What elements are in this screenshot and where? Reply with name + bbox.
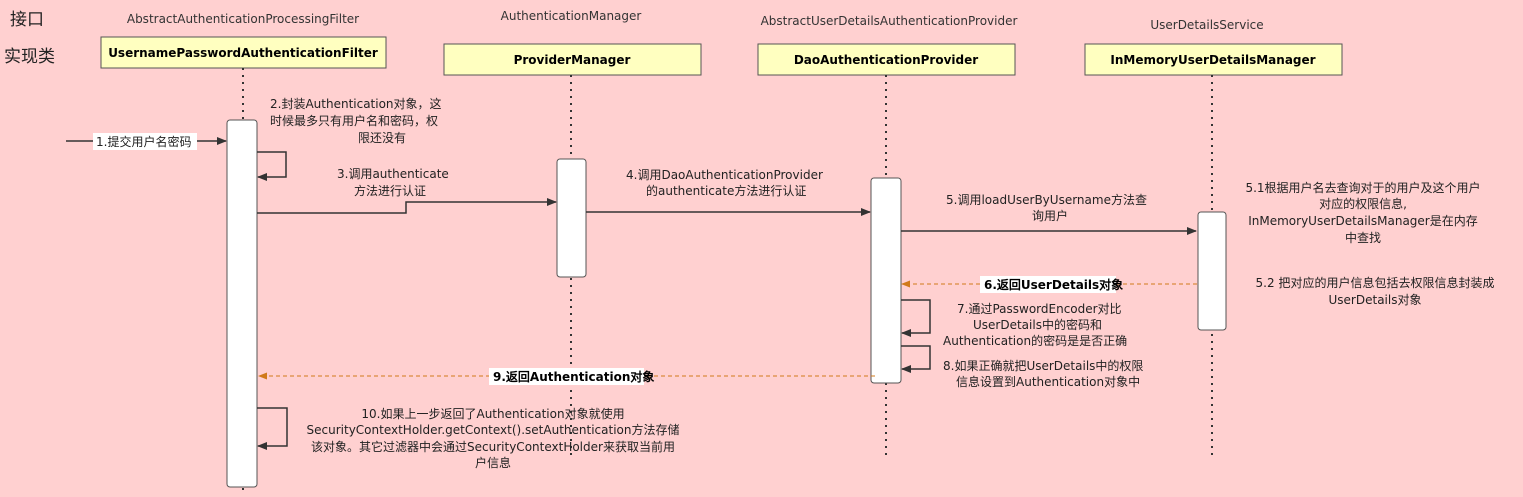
participant-manager-label: ProviderManager: [514, 53, 631, 67]
message-9-label: 9.返回Authentication对象: [493, 369, 654, 384]
message-2-line-2: 时候最多只有用户名和密码，权: [270, 113, 438, 128]
message-10-line-1: 10.如果上一步返回了Authentication对象就使用: [361, 406, 624, 421]
note-5-1-line-2: 对应的权限信息,: [1319, 196, 1407, 211]
message-10-line-3: 该对象。其它过滤器中会通过SecurityContextHolder来获取当前用: [311, 439, 675, 454]
note-5-1-line-3: InMemoryUserDetailsManager是在内存: [1248, 214, 1478, 228]
participant-provider-label: DaoAuthenticationProvider: [794, 53, 978, 67]
interface-label-provider: AbstractUserDetailsAuthenticationProvide…: [761, 14, 1018, 28]
message-7-line-1: 7.通过PasswordEncoder对比: [957, 302, 1122, 316]
message-8-line-2: 信息设置到Authentication对象中: [956, 374, 1140, 389]
message-6: 6.返回UserDetails对象: [901, 276, 1197, 293]
message-10-line-2: SecurityContextHolder.getContext().setAu…: [307, 422, 680, 437]
message-3: 3.调用authenticate 方法进行认证: [257, 167, 557, 214]
message-7-line-3: Authentication的密码是是否正确: [943, 333, 1127, 348]
participant-userdetails-manager-label: InMemoryUserDetailsManager: [1110, 53, 1315, 67]
activation-filter: [226, 119, 258, 488]
message-8: 8.如果正确就把UserDetails中的权限 信息设置到Authenticat…: [901, 345, 1143, 389]
message-2-line-1: 2.封装Authentication对象，这: [270, 96, 442, 111]
note-5-1: 5.1根据用户名去查询对于的用户及这个用户 对应的权限信息, InMemoryU…: [1245, 180, 1480, 245]
message-7: 7.通过PasswordEncoder对比 UserDetails中的密码和 A…: [901, 299, 1127, 348]
activation-userdetails-manager: [1197, 211, 1227, 331]
message-4-line-1: 4.调用DaoAuthenticationProvider: [626, 168, 823, 182]
message-5: 5.调用loadUserByUsername方法查 询用户: [901, 192, 1197, 235]
message-4-line-2: 的authenticate方法进行认证: [646, 183, 806, 198]
row-label-interface: 接口: [10, 10, 44, 30]
note-5-2-line-1: 5.2 把对应的用户信息包括去权限信息封装成: [1256, 275, 1495, 290]
message-5-line-1: 5.调用loadUserByUsername方法查: [946, 192, 1147, 207]
participant-manager: ProviderManager: [443, 43, 702, 76]
participant-userdetails-manager: InMemoryUserDetailsManager: [1084, 43, 1343, 76]
activation-manager: [556, 158, 587, 278]
note-5-2: 5.2 把对应的用户信息包括去权限信息封装成 UserDetails对象: [1256, 275, 1495, 307]
message-7-line-2: UserDetails中的密码和: [973, 317, 1102, 332]
interface-label-filter: AbstractAuthenticationProcessingFilter: [127, 12, 359, 26]
message-6-label: 6.返回UserDetails对象: [984, 277, 1123, 292]
interface-label-userdetails-service: UserDetailsService: [1150, 18, 1263, 32]
message-1-label: 1.提交用户名密码: [96, 134, 191, 149]
message-10-line-4: 户信息: [475, 455, 511, 470]
message-9: 9.返回Authentication对象: [258, 368, 875, 385]
note-5-1-line-4: 中查找: [1345, 230, 1381, 245]
participant-filter: UsernamePasswordAuthenticationFilter: [100, 36, 387, 69]
message-2: 2.封装Authentication对象，这 时候最多只有用户名和密码，权 限还…: [257, 96, 442, 181]
message-3-line-1: 3.调用authenticate: [337, 167, 449, 181]
message-8-line-1: 8.如果正确就把UserDetails中的权限: [943, 358, 1143, 373]
message-4: 4.调用DaoAuthenticationProvider 的authentic…: [586, 168, 871, 216]
participant-provider: DaoAuthenticationProvider: [757, 43, 1016, 76]
activation-provider: [870, 177, 902, 384]
message-3-line-2: 方法进行认证: [354, 183, 426, 198]
note-5-2-line-2: UserDetails对象: [1329, 293, 1422, 307]
message-2-line-3: 限还没有: [358, 130, 406, 145]
message-10: 10.如果上一步返回了Authentication对象就使用 SecurityC…: [257, 406, 679, 470]
row-label-impl: 实现类: [4, 47, 55, 67]
participant-filter-label: UsernamePasswordAuthenticationFilter: [108, 46, 378, 60]
interface-label-manager: AuthenticationManager: [501, 9, 642, 23]
message-1: 1.提交用户名密码: [66, 133, 227, 150]
note-5-1-line-1: 5.1根据用户名去查询对于的用户及这个用户: [1245, 180, 1480, 195]
message-5-line-2: 询用户: [1032, 208, 1068, 223]
